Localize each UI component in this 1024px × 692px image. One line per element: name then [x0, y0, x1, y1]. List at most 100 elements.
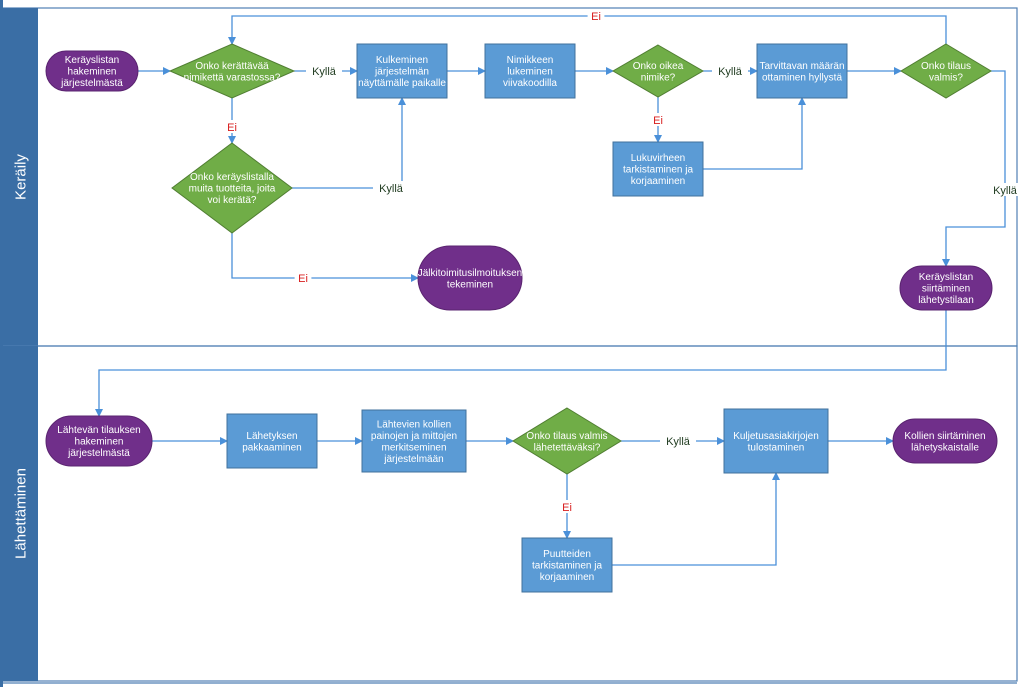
edge-label-yes: Kyllä	[718, 66, 743, 78]
node-label-line: Keräyslistan	[65, 55, 119, 66]
node-label-line: korjaaminen	[631, 176, 685, 187]
lane-header	[3, 8, 38, 346]
edge-label-no: Ei	[227, 122, 237, 134]
process-shape	[356, 43, 448, 99]
lane-title: Lähettäminen	[13, 468, 30, 559]
node-label-line: Kollien siirtäminen	[904, 431, 985, 442]
node-label-line: Keräyslistan	[919, 272, 973, 283]
node-label-line: valmis?	[929, 72, 963, 83]
process-shape	[361, 409, 467, 473]
node-label-line: nimike?	[641, 72, 676, 83]
node-label-line: Onko tilaus valmis	[526, 431, 607, 442]
node-label-line: Onko keräyslistalla	[190, 172, 274, 183]
process-shape	[521, 537, 613, 593]
node-label-line: merkitseminen	[381, 442, 446, 453]
node-label-line: viivakoodilla	[503, 78, 557, 89]
decision-shape	[168, 43, 296, 99]
process-shape	[226, 413, 318, 469]
node-label-line: pakkaaminen	[242, 442, 301, 453]
edge-other_items-to-backorder	[231, 233, 419, 282]
node-label-line: järjestelmästä	[60, 78, 123, 89]
lane-title: Keräily	[13, 154, 30, 200]
node-label-line: lukeminen	[507, 67, 553, 78]
node-label-line: tekeminen	[447, 279, 493, 290]
terminal-shape	[899, 265, 993, 311]
node-label-line: hakeminen	[75, 437, 124, 448]
edge-check_missing-to-print_docs	[612, 472, 780, 566]
node-label-line: tarkistaminen ja	[532, 561, 602, 572]
node-label-line: hakeminen	[68, 67, 117, 78]
decision-shape	[900, 43, 992, 99]
node-label-line: Nimikkeen	[507, 55, 554, 66]
edge-label-no: Ei	[562, 502, 572, 514]
node-label-line: ottaminen hyllystä	[762, 72, 842, 83]
edge-label-yes: Kyllä	[666, 436, 691, 448]
decision-shape	[171, 142, 293, 234]
node-label-line: Lähetyksen	[246, 431, 297, 442]
node-label-line: Lähtevän tilauksen	[57, 425, 140, 436]
node-label-line: Onko oikea	[633, 61, 684, 72]
edge-label-no: Ei	[298, 273, 308, 285]
node-label-line: Kulkeminen	[376, 55, 428, 66]
node-label-line: Tarvittavan määrän	[759, 61, 844, 72]
node-label-line: siirtäminen	[922, 284, 970, 295]
process-shape	[723, 408, 829, 474]
node-label-line: Jälkitoimitusilmoituksen	[418, 268, 522, 279]
node-label-line: tarkistaminen ja	[623, 165, 693, 176]
node-label-line: muita tuotteita, joita	[189, 184, 276, 195]
edge-label-yes: Kyllä	[993, 185, 1018, 197]
process-shape	[756, 43, 848, 99]
terminal-shape	[417, 245, 523, 311]
node-label-line: Onko kerättävää	[195, 61, 269, 72]
node-label-line: Kuljetusasiakirjojen	[733, 431, 819, 442]
edge-label-yes: Kyllä	[312, 66, 337, 78]
terminal-shape	[45, 50, 139, 92]
terminal-shape	[45, 415, 153, 467]
node-label-line: järjestelmästä	[67, 448, 130, 459]
terminal-shape	[892, 418, 998, 464]
node-label-line: järjestelmään	[383, 454, 443, 465]
node-label-line: painojen ja mittojen	[371, 431, 457, 442]
node-label-line: voi kerätä?	[208, 195, 257, 206]
edge-label-no: Ei	[653, 115, 663, 127]
decision-shape	[612, 44, 704, 98]
process-shape	[484, 43, 576, 99]
edge-check_read-to-take	[703, 97, 806, 170]
node-label-line: Onko tilaus	[921, 61, 971, 72]
edge-order_ready-to-move_list	[942, 70, 1006, 267]
node-label-line: järjestelmän	[374, 67, 429, 78]
node-label-line: Puutteiden	[543, 549, 591, 560]
node-label-line: lähetyskaistalle	[911, 442, 979, 453]
lane-header	[3, 346, 38, 681]
node-label-line: Lähtevien kollien	[377, 419, 452, 430]
node-fetch_order: Lähtevän tilauksenhakeminenjärjestelmäst…	[45, 415, 153, 467]
node-label-line: nimikettä varastossa?	[184, 72, 281, 83]
node-label-line: näyttämälle paikalle	[358, 78, 446, 89]
node-label-line: lähetettäväksi?	[534, 442, 601, 453]
decision-shape	[512, 407, 622, 475]
node-label-line: tulostaminen	[748, 442, 805, 453]
edge-label-no: Ei	[591, 11, 601, 23]
node-label-line: lähetystilaan	[918, 295, 974, 306]
edge-label-yes: Kyllä	[379, 183, 404, 195]
node-label-line: Lukuvirheen	[631, 153, 685, 164]
edge-move_list-to-fetch_order	[95, 310, 947, 417]
